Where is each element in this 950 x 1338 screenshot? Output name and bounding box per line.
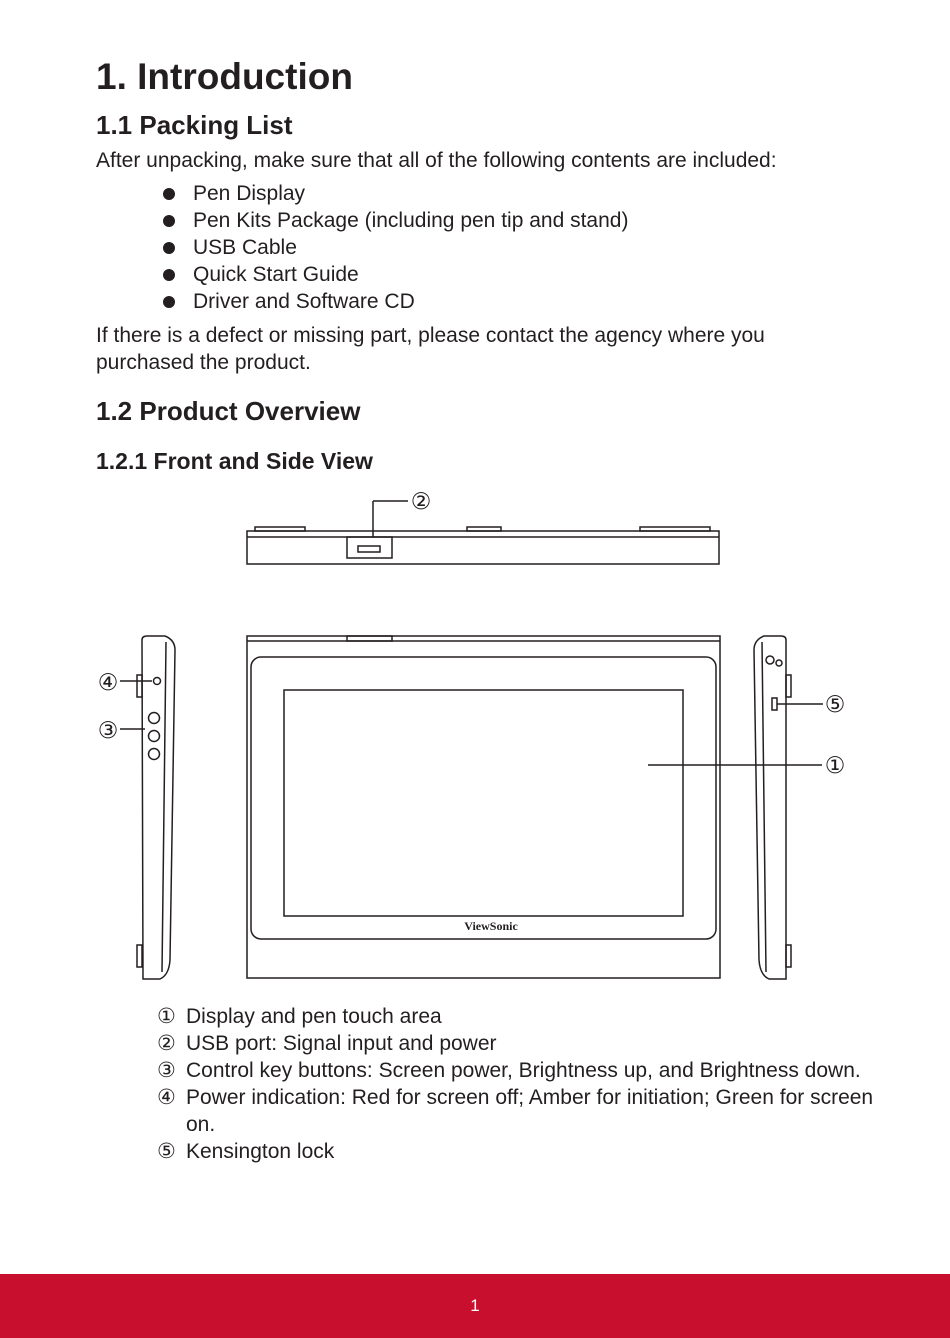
product-overview-heading: 1.2 Product Overview (96, 396, 361, 426)
page-number: 1 (470, 1296, 480, 1315)
bullet-icon (163, 269, 175, 281)
list-item: Driver and Software CD (160, 288, 628, 315)
page-title: 1. Introduction (96, 56, 353, 97)
kensington-lock-shape (771, 697, 778, 711)
usb-port-shape (346, 536, 393, 559)
left-side-view-illustration (120, 635, 176, 980)
power-led-shape (152, 676, 162, 686)
callout-1: ① (825, 753, 846, 779)
defect-note-line-2: purchased the product. (96, 351, 311, 374)
footer-bar: 1 (0, 1274, 950, 1338)
callout-5: ⑤ (825, 692, 846, 718)
packing-list: Pen Display Pen Kits Package (including … (160, 180, 628, 315)
bullet-icon (163, 215, 175, 227)
defect-note-line-1: If there is a defect or missing part, pl… (96, 324, 765, 347)
callout-2: ② (411, 489, 432, 515)
front-view-illustration (246, 635, 822, 979)
list-item: USB Cable (160, 234, 628, 261)
callout-3: ③ (98, 718, 119, 744)
packing-intro: After unpacking, make sure that all of t… (96, 149, 777, 172)
bullet-icon (163, 188, 175, 200)
right-side-view-illustration (753, 635, 823, 980)
packing-list-heading: 1.1 Packing List (96, 110, 293, 140)
bullet-icon (163, 296, 175, 308)
list-item: Quick Start Guide (160, 261, 628, 288)
callout-4: ④ (98, 670, 119, 696)
brand-logo: ViewSonic (464, 919, 518, 933)
list-item: Pen Display (160, 180, 628, 207)
front-side-view-heading: 1.2.1 Front and Side View (96, 448, 373, 474)
list-item: Pen Kits Package (including pen tip and … (160, 207, 628, 234)
screen-area (283, 689, 684, 917)
product-diagram: ViewSonic ① ② ③ ④ ⑤ (98, 489, 846, 980)
top-view-illustration (246, 500, 720, 565)
bullet-icon (163, 242, 175, 254)
